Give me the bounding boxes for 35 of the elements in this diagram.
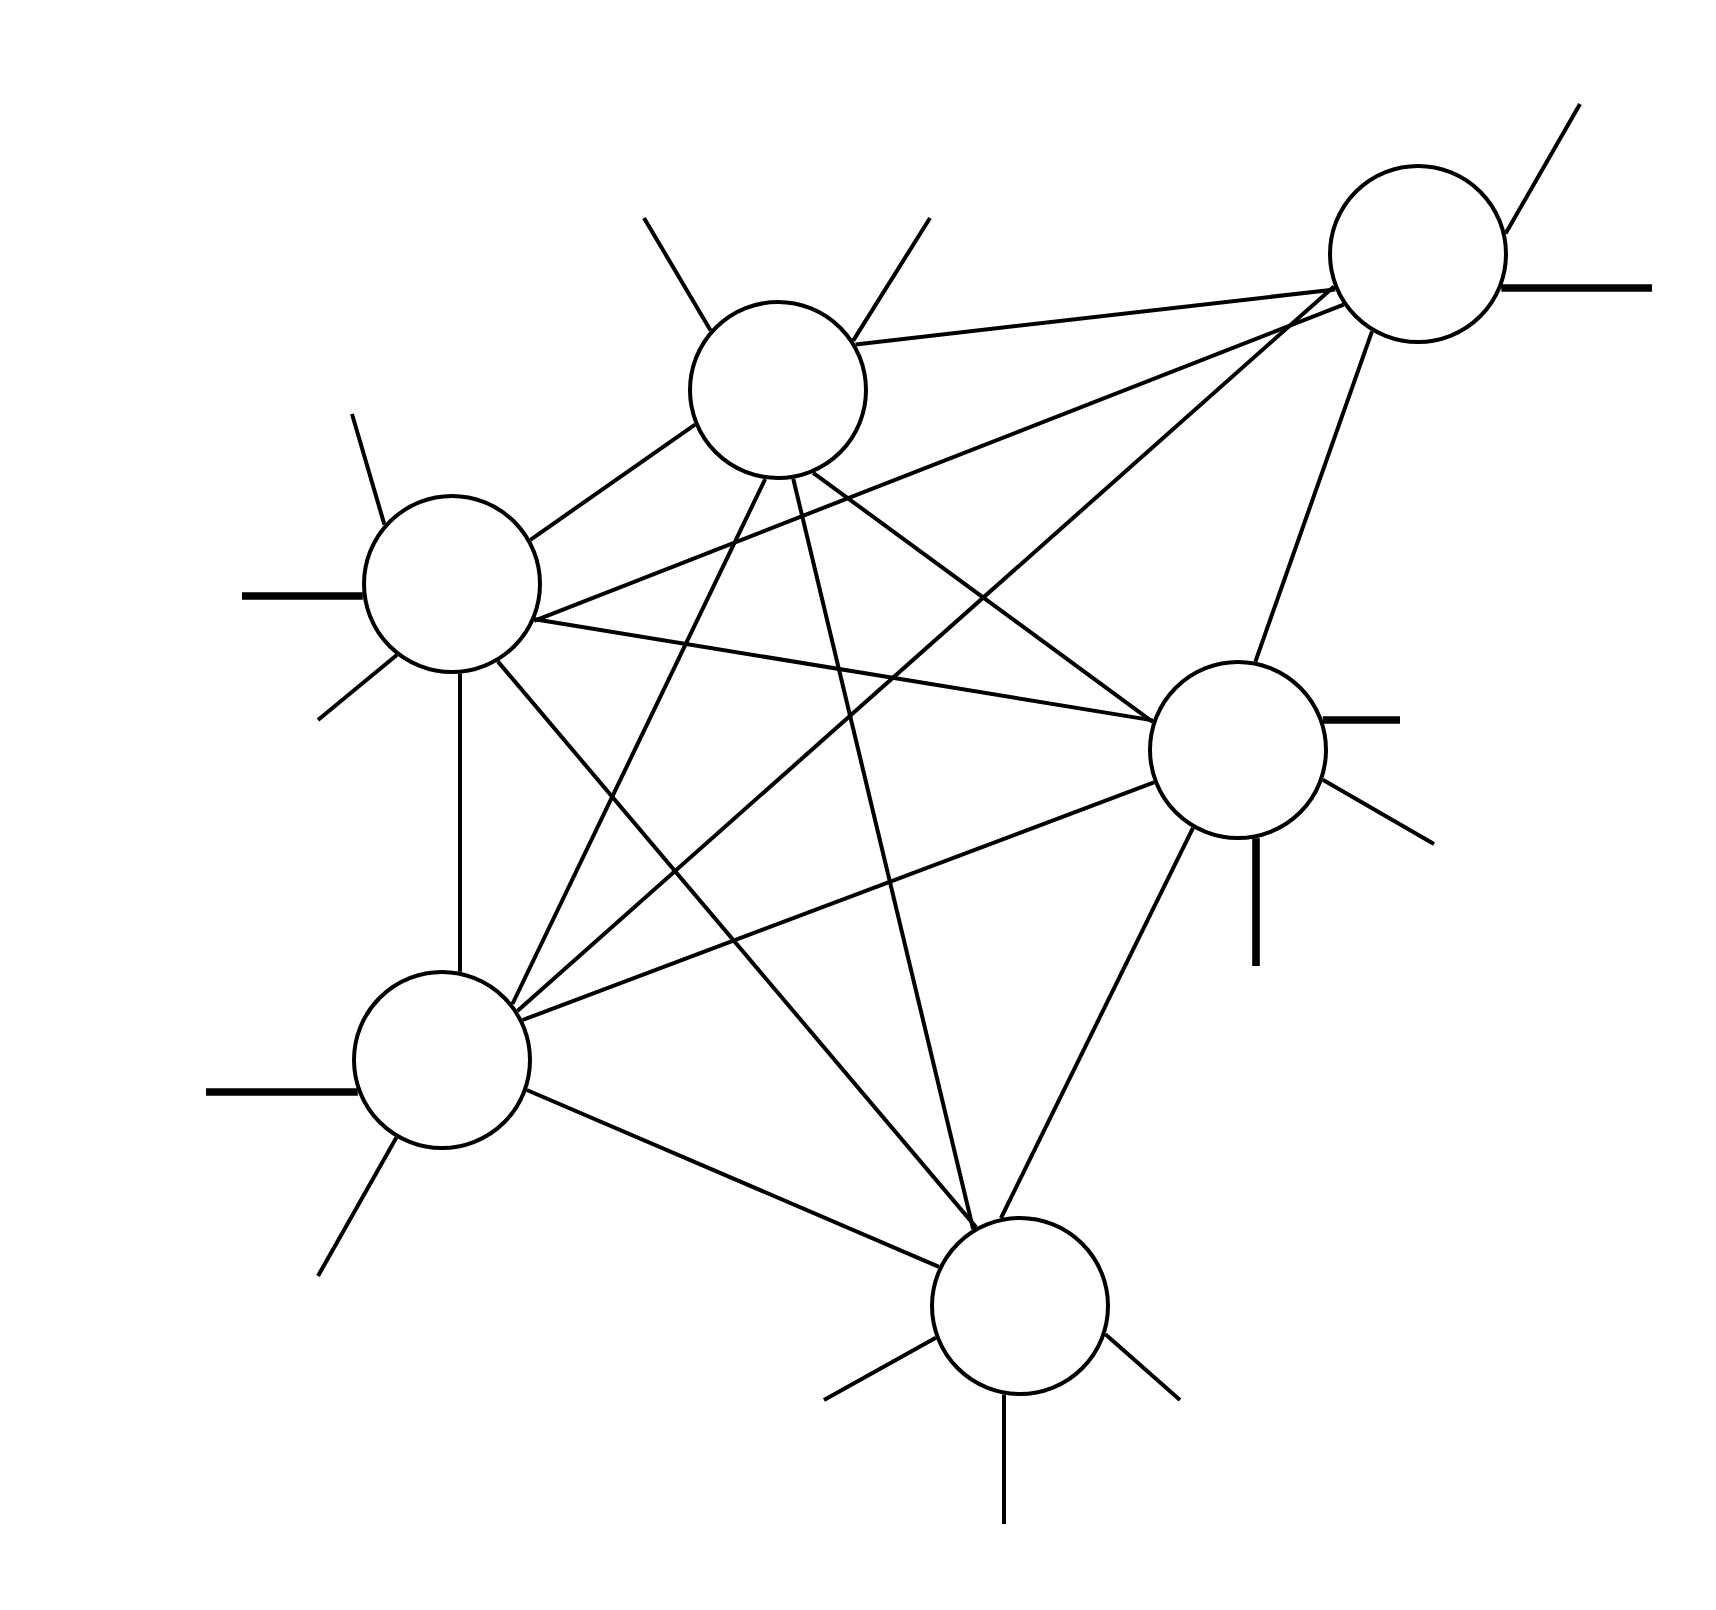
connector-line xyxy=(1002,1394,1006,1524)
node-circle xyxy=(930,1216,1110,1396)
connector-line xyxy=(526,1088,940,1269)
connector-line xyxy=(533,302,1345,623)
node-circle xyxy=(688,300,868,480)
connector-line xyxy=(1104,1332,1182,1402)
node-circle xyxy=(352,970,532,1150)
connector-line xyxy=(206,1088,358,1096)
node-circle xyxy=(362,494,542,674)
connector-line xyxy=(529,422,697,542)
connector-line xyxy=(496,660,978,1229)
connector-line xyxy=(1503,103,1582,235)
connector-line xyxy=(791,478,976,1230)
connector-line xyxy=(458,673,462,972)
connector-line xyxy=(1322,716,1400,724)
connector-line xyxy=(851,216,932,342)
connector-line xyxy=(1252,838,1260,966)
connector-line xyxy=(350,413,387,526)
connector-line xyxy=(999,826,1195,1219)
connector-line xyxy=(812,471,1154,724)
connector-line xyxy=(534,617,1154,723)
connector-line xyxy=(823,1336,937,1402)
connector-line xyxy=(316,1136,399,1277)
node-circle xyxy=(1328,164,1508,344)
connector-line xyxy=(242,592,363,600)
connector-line xyxy=(1321,778,1435,846)
connector-line xyxy=(855,287,1336,347)
connector-line xyxy=(516,284,1336,1013)
connector-line xyxy=(521,780,1155,1022)
connector-line xyxy=(642,217,713,332)
connector-line xyxy=(510,478,767,1005)
connector-line xyxy=(1501,284,1652,292)
node-circle xyxy=(1148,660,1328,840)
connector-line xyxy=(1253,330,1374,663)
connector-line xyxy=(316,653,399,722)
